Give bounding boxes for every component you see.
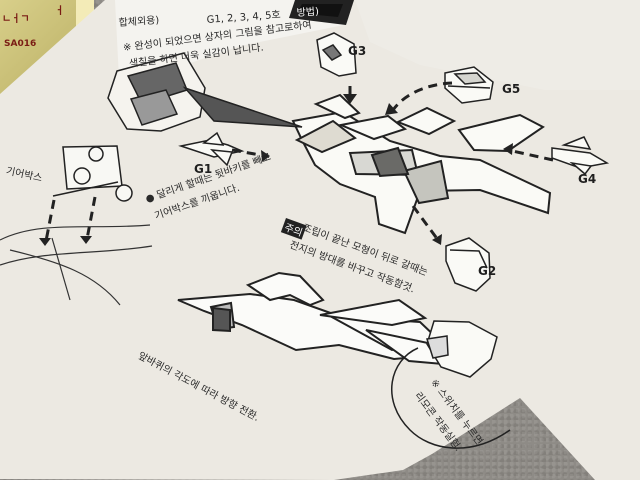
- illustration-gearbox: [52, 145, 133, 202]
- illustration-callout-box: [107, 52, 303, 132]
- header-banner: [289, 0, 354, 25]
- illustration-shoe-g2: [445, 237, 491, 292]
- illustration-remote-hand: [391, 320, 511, 449]
- illustration-small-jet-g4: [551, 136, 610, 176]
- illustration-robot-bird: [291, 93, 552, 235]
- illustration-small-jet-g1: [178, 131, 245, 167]
- wheel-lines: [0, 224, 153, 306]
- label-g1: G1: [194, 162, 213, 176]
- illustration-tank-g5: [444, 66, 494, 104]
- box-text-side: ㅓ: [55, 6, 65, 17]
- box-text-top: ㄴㅓㄱ: [2, 14, 30, 25]
- header-subtitle: 합체외용): [118, 15, 160, 29]
- illustration-robot-g3: [316, 32, 357, 77]
- label-g4: G4: [578, 172, 597, 186]
- label-g5: G5: [502, 82, 521, 96]
- arrowheads: [39, 94, 513, 246]
- label-g3: G3: [348, 44, 367, 58]
- label-g2: G2: [478, 264, 497, 278]
- dashed-arrows: [44, 81, 554, 242]
- box-code: SA016: [4, 39, 37, 49]
